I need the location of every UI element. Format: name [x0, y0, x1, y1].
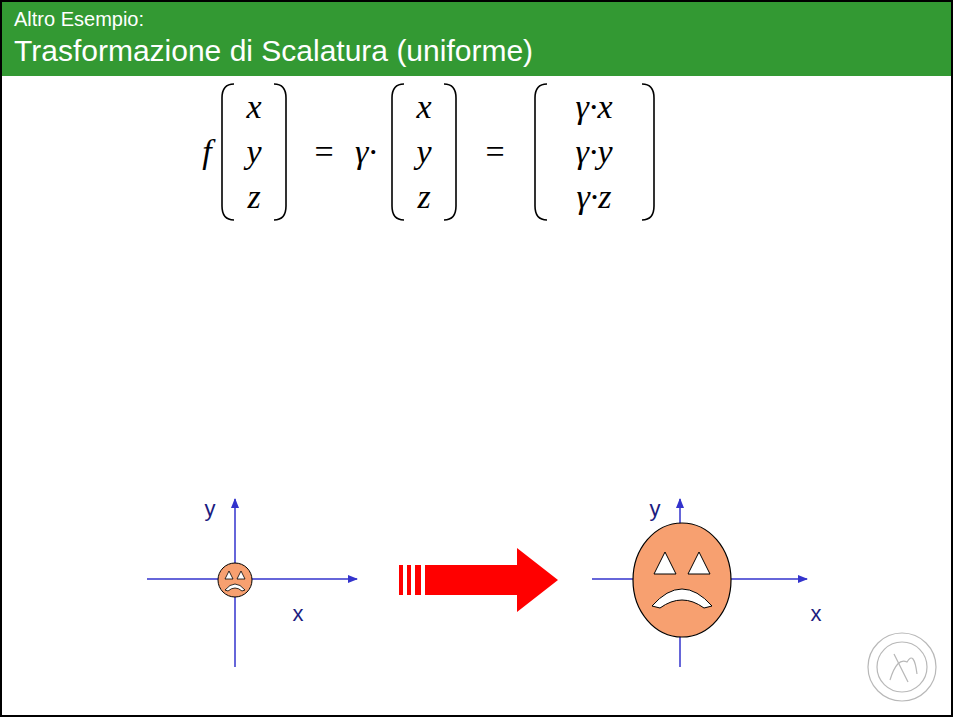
small-face: [218, 563, 252, 597]
function-name: f: [202, 135, 211, 169]
transform-arrow: [399, 548, 558, 612]
axes-right: [592, 499, 807, 667]
equals-sign: =: [314, 135, 333, 169]
vector-entry: z: [247, 180, 260, 214]
vector-entry: z: [417, 180, 430, 214]
university-seal: [868, 633, 936, 701]
axes-left: [147, 499, 357, 667]
vector-entry: y: [416, 135, 431, 169]
vector-entry: γ·y: [576, 135, 613, 169]
vector-entry: x: [416, 90, 431, 124]
vector-entry: γ·z: [576, 180, 611, 214]
slide-kicker: Altro Esempio:: [14, 8, 144, 30]
big-face: [633, 523, 731, 637]
matrix-brackets: [222, 84, 654, 220]
vector-entry: y: [246, 135, 261, 169]
vector-entry: γ·x: [576, 90, 613, 124]
vector-entry: x: [246, 90, 261, 124]
axis-label: y: [650, 498, 661, 520]
axis-label: x: [293, 603, 304, 625]
equals-sign: =: [485, 135, 504, 169]
axis-label: y: [205, 498, 216, 520]
slide-title: Trasformazione di Scalatura (uniforme): [14, 34, 533, 67]
axis-label: x: [811, 603, 822, 625]
scale-factor: γ·: [355, 135, 377, 169]
